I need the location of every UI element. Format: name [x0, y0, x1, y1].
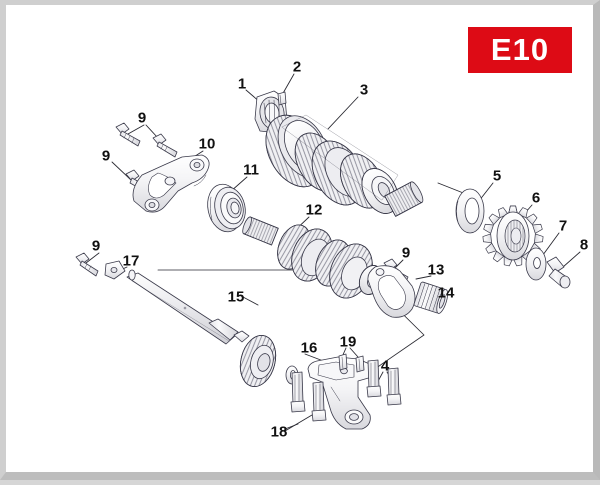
callout-9a: 9	[137, 109, 147, 127]
callout-7: 7	[558, 217, 568, 235]
section-badge: E10	[468, 27, 572, 73]
part-17-retainer-block	[104, 260, 126, 280]
callout-18: 18	[270, 423, 288, 441]
part-4-flange-bolt-a	[366, 359, 382, 398]
part-18-bracket-bolt-b	[311, 381, 327, 422]
part-19-locating-dowel-b	[355, 355, 365, 373]
part-12-countershaft-gear-cluster	[242, 216, 394, 299]
part-15-shift-rod-assembly	[126, 269, 299, 387]
callout-15: 15	[227, 288, 245, 306]
part-11-ball-bearing	[207, 183, 246, 233]
callout-9d: 9	[91, 237, 101, 255]
callout-8: 8	[579, 236, 589, 254]
callout-9c: 9	[401, 244, 411, 262]
part-9-retainer-bolt-left	[75, 252, 99, 277]
part-2-woodruff-key	[277, 91, 287, 106]
callout-5: 5	[492, 167, 502, 185]
part-5-sprocket-washer	[455, 188, 485, 234]
part-4-flange-bolt-b	[386, 367, 402, 406]
callout-6: 6	[531, 189, 541, 207]
part-9-fork-bolt-a	[115, 122, 141, 147]
callout-3: 3	[359, 81, 369, 99]
callout-10: 10	[198, 135, 216, 153]
callout-11: 11	[243, 161, 259, 179]
callout-14: 14	[437, 284, 455, 302]
part-19-locating-dowel-a	[338, 353, 348, 371]
callout-12: 12	[305, 201, 323, 219]
callout-16: 16	[300, 339, 318, 357]
callout-13: 13	[427, 261, 445, 279]
part-14-needle-roller-bearing	[413, 281, 449, 314]
part-18-bracket-bolt-a	[290, 371, 306, 413]
part-7-lock-washer	[525, 247, 547, 281]
callout-9b: 9	[101, 147, 111, 165]
part-6-front-sprocket	[482, 205, 544, 267]
callout-4: 4	[380, 357, 390, 375]
callout-2: 2	[292, 58, 302, 76]
part-9-fork-bolt-b	[152, 133, 178, 158]
parts-diagram-canvas	[75, 73, 581, 432]
part-3-mainshaft-gear-cluster	[265, 114, 424, 217]
callout-1: 1	[237, 75, 247, 93]
callout-17: 17	[122, 252, 140, 270]
callout-19: 19	[339, 333, 357, 351]
part-8-sprocket-bolt	[546, 256, 571, 289]
part-13-bearing-retainer-plate	[367, 265, 416, 318]
part-10-shift-fork-bracket	[132, 154, 210, 213]
